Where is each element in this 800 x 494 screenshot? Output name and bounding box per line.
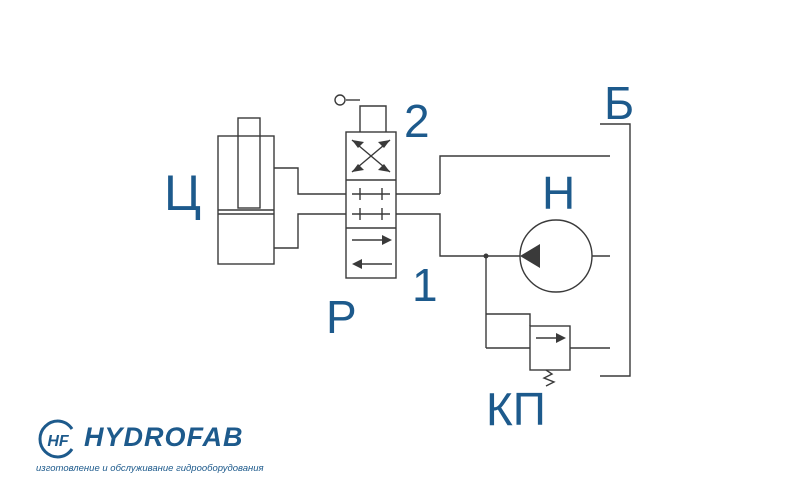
port-2-label: 2: [404, 95, 430, 147]
hydrofab-logo: HF HYDROFAB изготовление и обслуживание …: [34, 418, 274, 478]
arrow-head: [382, 235, 392, 245]
logo-tagline: изготовление и обслуживание гидрооборудо…: [36, 463, 264, 474]
logo-badge-icon: HF: [38, 419, 74, 459]
junction-dot: [483, 253, 489, 259]
tank-label: Б: [604, 77, 635, 129]
port-1-label: 1: [412, 259, 438, 311]
arrow-head: [378, 140, 390, 148]
pump-label: Н: [542, 167, 576, 219]
arrow-head: [352, 259, 362, 269]
cylinder-symbol: [217, 117, 346, 265]
tank-symbol: [600, 123, 631, 377]
arrow-head: [556, 333, 566, 343]
cylinder-label: Ц: [164, 165, 201, 221]
arrow-head: [352, 164, 364, 172]
arrow-head: [378, 164, 390, 172]
pump-symbol: [486, 219, 610, 293]
valve-label: Р: [326, 291, 357, 343]
logo-wordmark: HYDROFAB: [84, 422, 244, 452]
logo-badge-text: HF: [47, 433, 70, 450]
arrow-head: [352, 140, 364, 148]
pump-arrow: [520, 244, 540, 268]
relief-valve-symbol: [485, 256, 610, 387]
relief-valve-label: КП: [486, 383, 546, 435]
